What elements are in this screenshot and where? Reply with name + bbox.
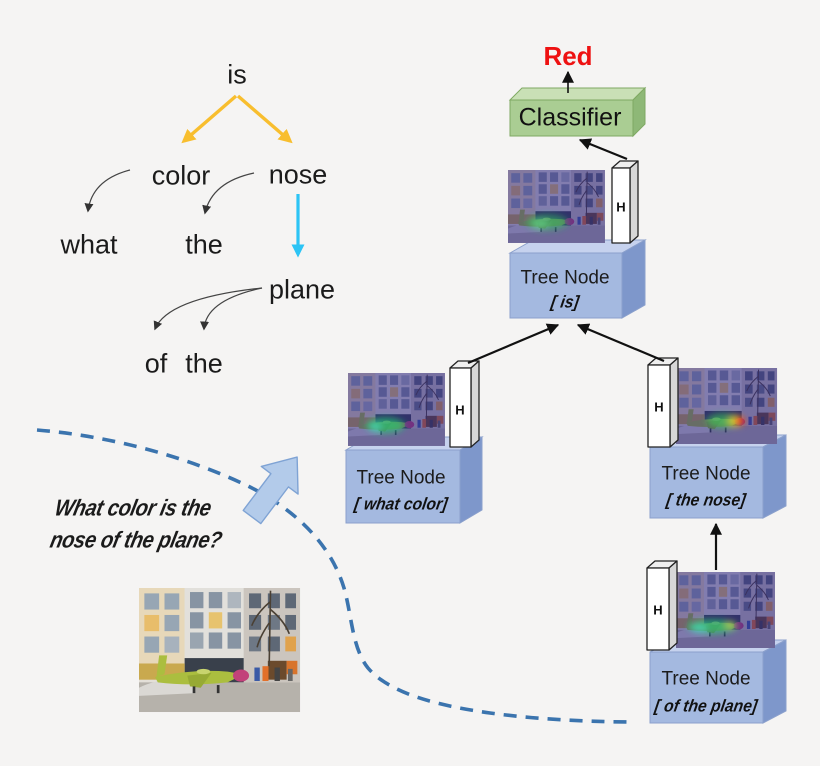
answer-label: Red <box>543 41 593 71</box>
hidden-state-bar-the-nose <box>647 357 679 448</box>
photo-of-the-plane-attention <box>675 571 776 649</box>
tree-node-of-the-plane-title: Tree Node <box>661 668 751 690</box>
h-label-the-nose: H <box>654 399 664 415</box>
parse-word-color: color <box>151 160 211 191</box>
parse-edge-is-color <box>181 94 238 144</box>
photo-original <box>138 587 301 713</box>
tree-node-the-nose-title: Tree Node <box>661 463 751 485</box>
tree-node-what-color-title: Tree Node <box>356 467 446 489</box>
tree-node-of-the-plane-phrase: [ of the plane] <box>653 696 759 716</box>
hidden-state-bar-is <box>611 160 639 244</box>
parse-word-is: is <box>227 59 247 90</box>
parse-word-what: what <box>60 229 118 260</box>
hidden-state-bar-what-color <box>449 360 480 448</box>
question-line-2: nose of the plane? <box>47 526 225 553</box>
h-label-what-color: H <box>455 402 465 418</box>
question-line-1: What color is the <box>52 494 214 521</box>
photo-the-nose-attention <box>675 367 778 445</box>
parse-word-the: the <box>185 229 223 260</box>
parse-word-nose: nose <box>268 159 328 190</box>
tree-node-what-color-phrase: [ what color] <box>353 494 449 514</box>
parse-word-the2: the <box>185 348 223 379</box>
h-label-is: H <box>616 199 626 215</box>
tree-node-is-title: Tree Node <box>520 267 610 289</box>
arrow-whatcolor-to-is <box>467 323 560 365</box>
hidden-state-bar-of-the-plane <box>646 560 678 651</box>
parse-arc-color-what <box>84 169 131 213</box>
arrow-h-to-classifier <box>578 138 628 161</box>
block-arrow-icon <box>242 456 299 525</box>
tree-node-the-nose-phrase: [ the nose] <box>664 490 748 510</box>
classifier-box <box>508 86 647 138</box>
parse-edge-is-nose <box>236 94 293 144</box>
parse-word-plane: plane <box>268 274 336 305</box>
classifier-label: Classifier <box>518 103 622 132</box>
parse-word-of: of <box>144 348 168 379</box>
dashed-flow-curve <box>36 428 635 724</box>
parse-arc-nose-the <box>202 172 255 215</box>
parse-arc-plane-of <box>153 287 263 331</box>
photo-is-attention <box>507 169 606 244</box>
photo-what-color-attention <box>347 372 446 447</box>
arrow-thenose-to-is <box>576 323 665 363</box>
parse-arc-plane-the <box>200 287 263 331</box>
tree-node-box-is <box>508 239 647 319</box>
tree-node-is-phrase: [ is] <box>549 292 581 312</box>
h-label-of-the-plane: H <box>653 602 663 618</box>
